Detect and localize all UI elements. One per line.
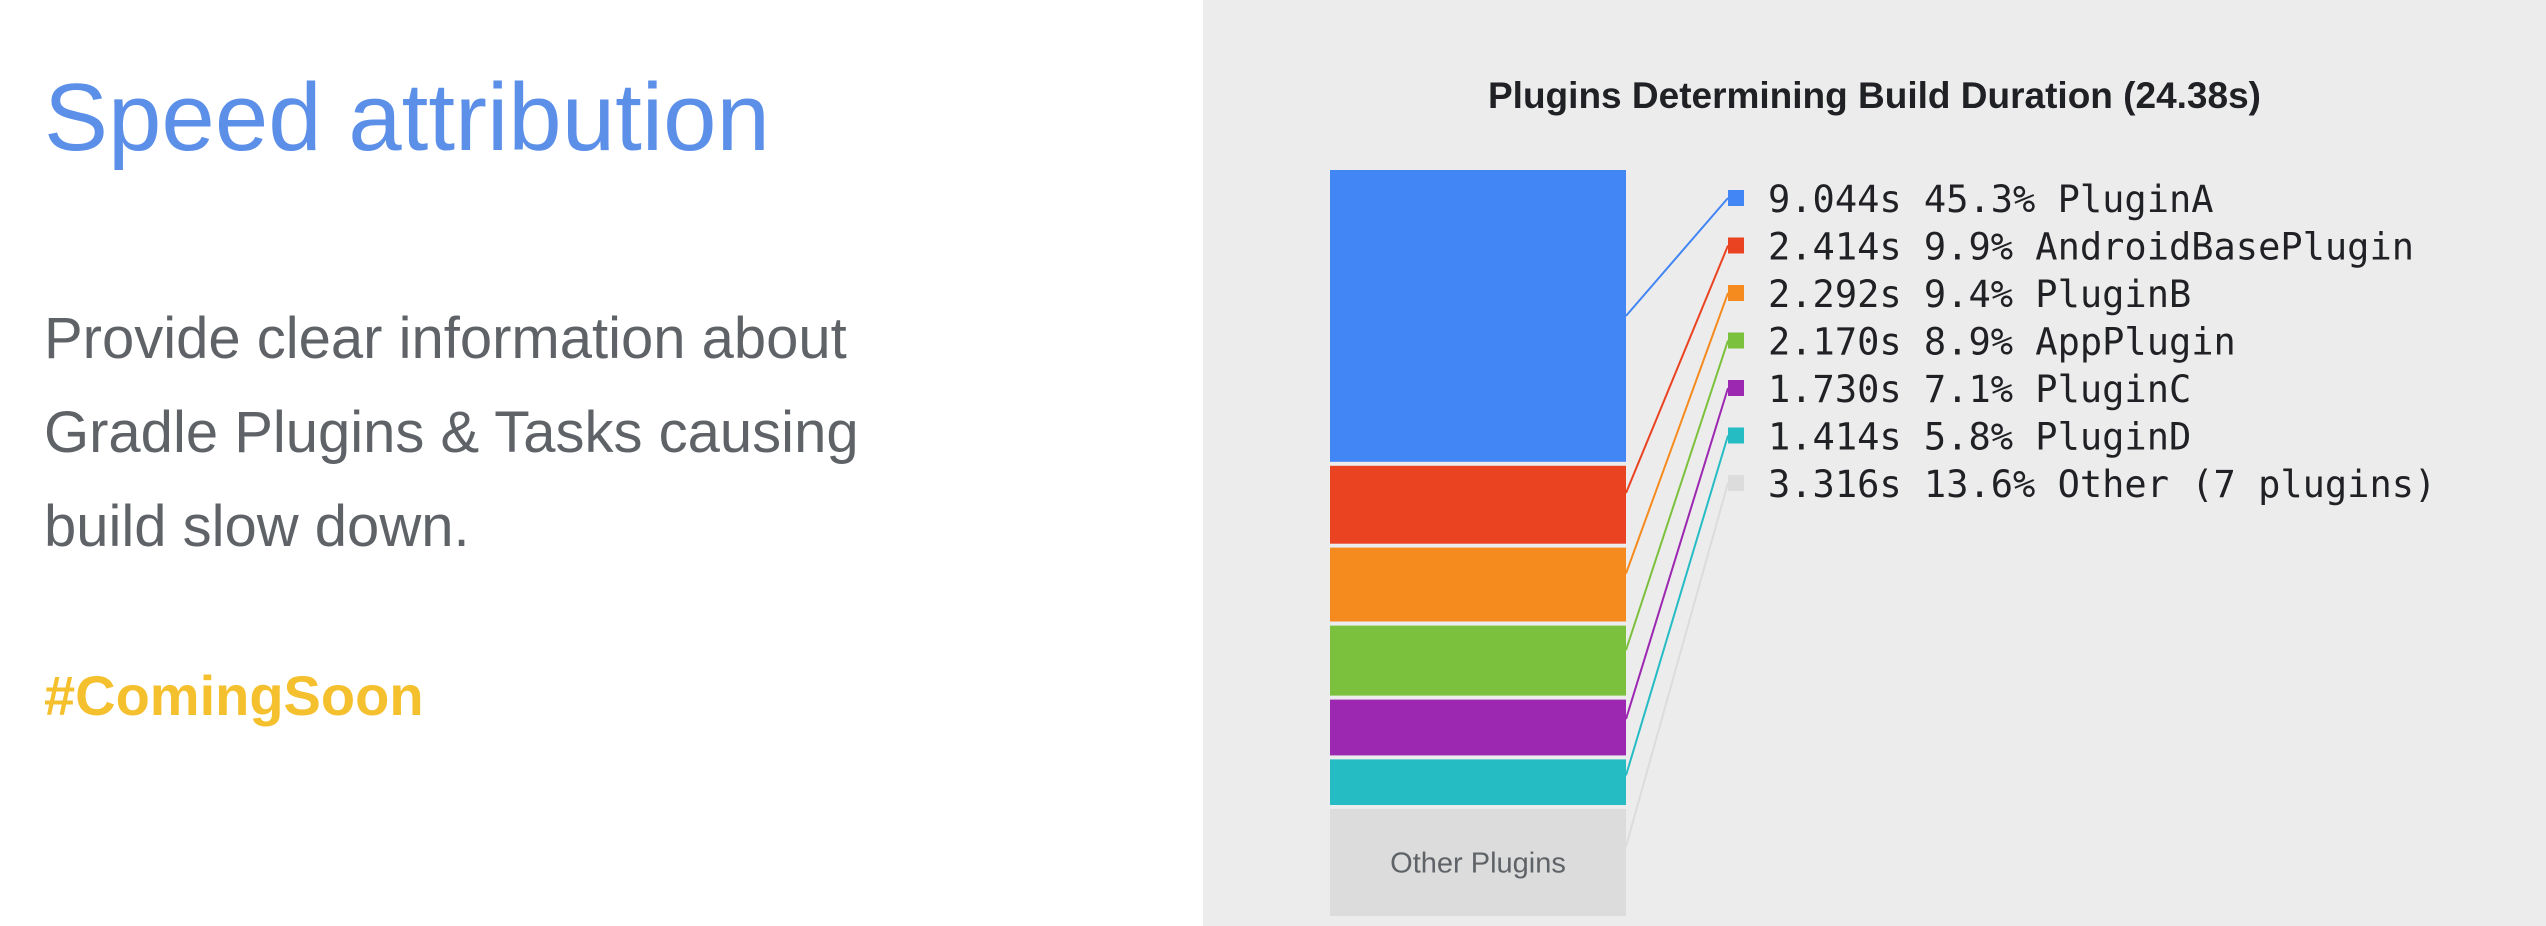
- legend-swatch: [1728, 237, 1744, 254]
- leader-line: [1625, 245, 1729, 494]
- bar-segment: [1330, 759, 1626, 805]
- legend-entry: 2.414s 9.9% AndroidBasePlugin: [1768, 226, 2414, 269]
- slide-title: Speed attribution: [44, 64, 770, 171]
- leader-line: [1625, 435, 1729, 776]
- bar-segment-label: Other Plugins: [1390, 848, 1566, 880]
- bar-segment: [1330, 547, 1626, 622]
- text-panel: [0, 0, 1203, 926]
- bar-segment: [1330, 809, 1626, 916]
- stacked-bar: Other Plugins: [1330, 170, 1626, 916]
- legend-entry: 2.292s 9.4% PluginB: [1768, 273, 2191, 316]
- legend-entry: 3.316s 13.6% Other (7 plugins): [1768, 463, 2436, 506]
- legend-swatch: [1728, 475, 1744, 491]
- leader-line: [1625, 387, 1729, 720]
- legend-swatch: [1728, 190, 1744, 206]
- coming-soon-hashtag: #ComingSoon: [44, 664, 424, 727]
- bar-segment: [1330, 170, 1626, 462]
- slide-body: Provide clear information about Gradle P…: [44, 292, 1164, 574]
- legend-entry: 2.170s 8.9% AppPlugin: [1768, 321, 2236, 364]
- legend-entry: 9.044s 45.3% PluginA: [1768, 178, 2214, 221]
- body-line: Gradle Plugins & Tasks causing: [44, 400, 859, 465]
- legend-swatch: [1728, 380, 1744, 396]
- leader-lines: [1625, 197, 1729, 847]
- legend-entry: 1.414s 5.8% PluginD: [1768, 416, 2191, 459]
- legend-swatch: [1728, 427, 1744, 444]
- legend-swatch: [1728, 285, 1744, 301]
- legend-entry: 1.730s 7.1% PluginC: [1768, 368, 2191, 411]
- legend: 9.044s 45.3% PluginA 2.414s 9.9% AndroidB…: [1728, 178, 2436, 506]
- body-line: build slow down.: [44, 494, 470, 559]
- leader-line: [1625, 292, 1729, 574]
- legend-swatch: [1728, 332, 1744, 349]
- chart-title: Plugins Determining Build Duration (24.3…: [1488, 75, 2261, 116]
- leader-line: [1625, 482, 1729, 847]
- leader-line: [1625, 340, 1729, 651]
- leader-line: [1625, 197, 1729, 317]
- body-line: Provide clear information about: [44, 306, 847, 371]
- bar-segment: [1330, 625, 1626, 696]
- bar-segment: [1330, 465, 1626, 544]
- bar-segment: [1330, 699, 1626, 756]
